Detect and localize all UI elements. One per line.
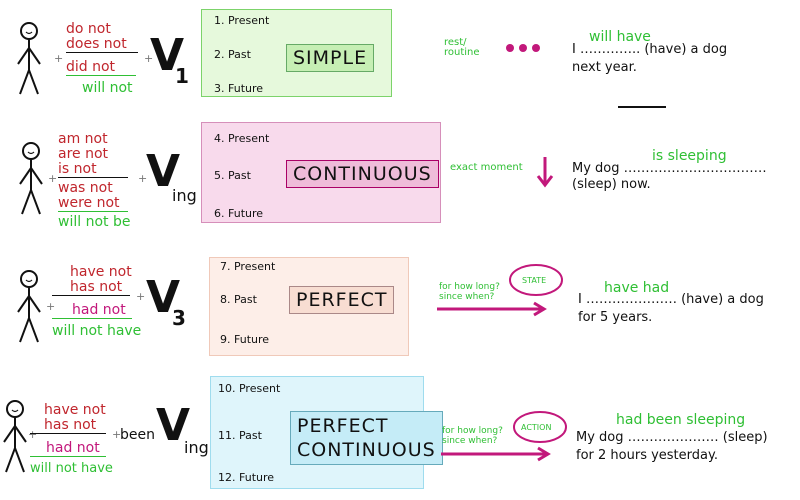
sentence-perfect-continuous-line2: for 2 hours yesterday. [576, 448, 718, 463]
answer-simple: will have [589, 29, 651, 45]
plus-sign: + [112, 428, 122, 441]
tense-item-future: 12. Future [218, 471, 275, 484]
verb-had-not: had not [52, 303, 132, 319]
verb-has-not: has not [52, 280, 130, 296]
plus-sign: + [54, 52, 64, 65]
verb-does-not: does not [66, 37, 138, 53]
plus-sign: + [28, 428, 38, 441]
tense-item-past: 5. Past [214, 169, 251, 182]
for-how-long-note: for how long? since when? [439, 282, 500, 302]
perfect-negatives: have not has not had not will not have [52, 265, 141, 339]
verb-were-not: were not [58, 196, 128, 212]
label-line-continuous: CONTINUOUS [297, 439, 436, 461]
tense-label-perfect-continuous: PERFECT CONTINUOUS [290, 411, 443, 465]
state-circle [509, 264, 563, 296]
sentence-continuous-line2: (sleep) now. [572, 177, 651, 192]
tense-item-present: 1. Present [214, 14, 270, 27]
v-subscript: ing [184, 438, 209, 457]
been-word: been [120, 427, 155, 443]
answer-perfect: have had [604, 280, 670, 296]
tense-item-future: 6. Future [214, 207, 264, 220]
verb-am-not: am not [58, 131, 108, 147]
tense-label-perfect: PERFECT [289, 286, 395, 314]
v-letter: V [146, 146, 181, 197]
sentence-perfect-continuous-line1: My dog ………………… (sleep) [576, 430, 768, 445]
sentence-perfect-line1: I ………………… (have) a dog [578, 292, 764, 307]
answer-continuous: is sleeping [652, 148, 727, 164]
v-letter: V [146, 272, 181, 323]
sentence-perfect-line2: for 5 years. [578, 310, 653, 325]
plus-sign: + [48, 172, 58, 185]
action-circle [513, 411, 567, 443]
answer-perfect-continuous: had been sleeping [616, 412, 746, 428]
verb-will-not-have: will not have [52, 323, 142, 339]
for-how-long-note: for how long? since when? [442, 426, 503, 446]
v-letter: V [150, 30, 185, 81]
verb-have-not: have not [70, 264, 132, 280]
verb-was-not: was not [58, 180, 113, 196]
tense-item-past: 8. Past [220, 293, 257, 306]
divider-line [618, 106, 666, 108]
verb-will-not-have: will not have [30, 461, 113, 476]
verb-do-not: do not [66, 21, 111, 37]
rest-routine-note: rest/ routine [444, 37, 480, 58]
tense-item-past: 11. Past [218, 429, 262, 442]
v-subscript: ing [172, 186, 197, 205]
plus-sign: + [138, 172, 148, 185]
tense-item-future: 9. Future [220, 333, 270, 346]
stick-figure [17, 22, 41, 95]
stick-figure [19, 142, 43, 215]
verb-had-not: had not [30, 441, 106, 457]
stick-figure [3, 400, 27, 473]
verb-have-not: have not [44, 402, 106, 418]
v-letter: V [156, 400, 191, 451]
v-subscript: 3 [172, 306, 186, 330]
tense-item-future: 3. Future [214, 82, 264, 95]
plus-sign: + [144, 52, 154, 65]
sentence-simple-line2: next year. [572, 60, 637, 75]
state-label: STATE [522, 276, 547, 285]
verb-has-not: has not [30, 418, 106, 434]
perfect-continuous-negatives: have not has not had not will not have [30, 403, 113, 477]
label-line-perfect: PERFECT [297, 415, 389, 437]
continuous-negatives: am not are not is not was not were not w… [58, 132, 130, 230]
plus-sign: + [136, 290, 146, 303]
exact-moment-note: exact moment [450, 162, 523, 173]
sentence-simple-line1: I ………….. (have) a dog [572, 42, 728, 57]
arrow-right-icon [441, 446, 551, 462]
tense-item-present: 7. Present [220, 260, 276, 273]
action-label: ACTION [521, 423, 552, 432]
plus-sign: + [46, 300, 56, 313]
verb-did-not: did not [66, 60, 136, 76]
tense-item-present: 4. Present [214, 132, 270, 145]
stick-figure [17, 270, 41, 343]
tense-label-simple: SIMPLE [286, 44, 375, 72]
dots-icon [506, 44, 540, 52]
verb-is-not: is not [58, 162, 128, 178]
tense-item-present: 10. Present [218, 382, 281, 395]
arrow-down-icon [536, 157, 554, 188]
verb-will-not-be: will not be [58, 214, 131, 230]
verb-are-not: are not [58, 146, 109, 162]
sentence-continuous-line1: My dog …………………………… [572, 161, 767, 176]
arrow-right-icon [437, 301, 547, 317]
verb-will-not: will not [82, 80, 133, 96]
tense-item-past: 2. Past [214, 48, 251, 61]
simple-negatives: do not does not did not will not [66, 22, 138, 96]
v-subscript: 1 [175, 64, 189, 88]
tense-label-continuous: CONTINUOUS [286, 160, 439, 188]
